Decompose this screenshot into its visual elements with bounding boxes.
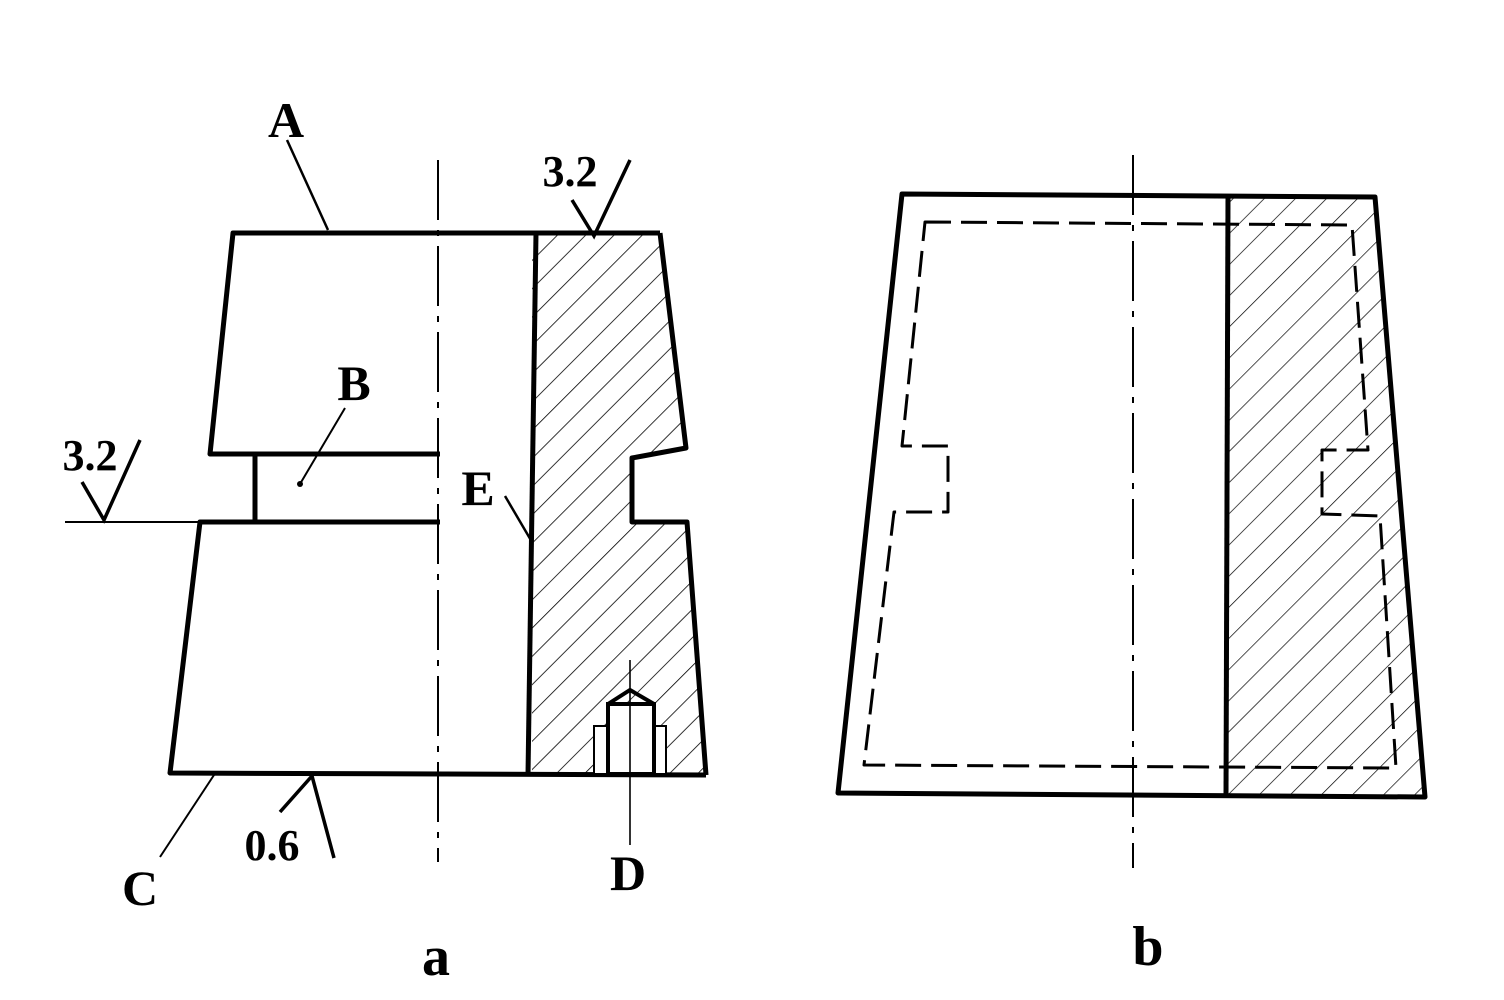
figure-a-section-hatch — [532, 233, 706, 775]
leader-a — [285, 139, 330, 231]
caption-a: a — [422, 926, 450, 988]
roughness-symbol-left — [80, 439, 142, 524]
leader-b-dot — [297, 481, 303, 487]
label-e: E — [461, 460, 494, 516]
label-d: D — [610, 845, 646, 901]
leader-e — [503, 495, 534, 543]
leader-c — [159, 774, 215, 858]
figure-b: b — [835, 155, 1428, 978]
figure-b-divider — [1223, 195, 1231, 797]
figure-a-bore-line — [525, 232, 539, 776]
figure-a-right-contour — [629, 232, 709, 776]
caption-b: b — [1132, 916, 1163, 978]
roughness-value-left: 3.2 — [63, 431, 118, 480]
roughness-value-top: 3.2 — [543, 147, 598, 196]
roughness-symbol-top — [570, 159, 632, 240]
figure-a: A B E C D 3.2 3.2 0.6 a — [63, 92, 709, 988]
roughness-symbol-bottom — [278, 772, 336, 859]
label-a: A — [268, 92, 304, 148]
figure-b-section-hatch — [1226, 197, 1425, 797]
figure-b-hidden-contour — [862, 220, 1398, 770]
label-c: C — [122, 860, 158, 916]
figure-a-upper-body — [207, 230, 440, 457]
leader-b — [299, 407, 346, 485]
figure-b-outline — [835, 191, 1428, 800]
figure-a-hole-feature — [593, 660, 667, 845]
label-b: B — [337, 355, 370, 411]
roughness-value-bottom: 0.6 — [245, 821, 300, 870]
